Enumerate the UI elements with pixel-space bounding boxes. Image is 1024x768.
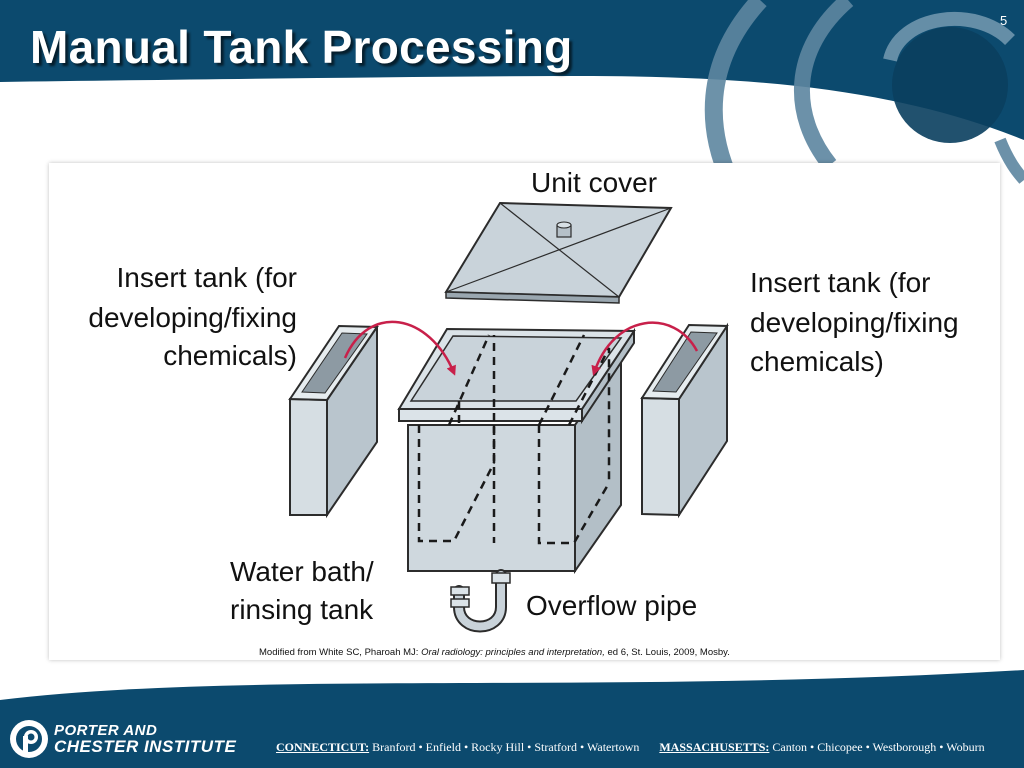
figure-panel: Unit cover Insert tank (for developing/f…: [49, 163, 1000, 660]
header-band: [0, 0, 1024, 140]
insert-tank-right: [640, 322, 729, 519]
label-insert-right-line1: Insert tank (for: [750, 267, 931, 298]
towns-connecticut: Branford • Enfield • Rocky Hill • Stratf…: [372, 740, 640, 754]
institute-logo-icon: [10, 720, 48, 758]
label-insert-right-line3: chemicals): [750, 346, 884, 377]
label-insert-left-line3: chemicals): [163, 340, 297, 371]
decorative-logo-rings: [704, 0, 1024, 205]
footer-band: [0, 670, 1024, 768]
logo-text-line2: CHESTER INSTITUTE: [54, 737, 237, 756]
label-water-bath-line2: rinsing tank: [230, 594, 374, 625]
credit-suffix: ed 6, St. Louis, 2009, Mosby.: [604, 647, 730, 658]
figure-credit: Modified from White SC, Pharoah MJ: Oral…: [259, 647, 730, 658]
logo-text-line1: PORTER AND: [54, 722, 158, 739]
slide-number: 5: [1000, 13, 1008, 28]
region-massachusetts: MASSACHUSETTS:: [659, 740, 770, 754]
credit-title: Oral radiology: principles and interpret…: [421, 647, 605, 658]
water-bath-tank: [397, 327, 636, 575]
arrow-right: [591, 321, 699, 376]
footer-locations: CONNECTICUT: Branford • Enfield • Rocky …: [276, 740, 985, 755]
label-insert-left-line1: Insert tank (for: [116, 262, 297, 293]
label-insert-left-line2: developing/fixing: [88, 302, 297, 333]
unit-cover: [444, 201, 673, 304]
label-insert-right-line2: developing/fixing: [750, 307, 959, 338]
label-overflow-pipe: Overflow pipe: [526, 590, 697, 621]
insert-tank-left: [288, 323, 379, 519]
slide-title: Manual Tank Processing: [30, 21, 573, 73]
tank-diagram: Unit cover Insert tank (for developing/f…: [88, 167, 959, 633]
label-water-bath-line1: Water bath/: [230, 556, 374, 587]
overflow-pipe: [450, 569, 511, 633]
credit-prefix: Modified from White SC, Pharoah MJ:: [259, 647, 422, 658]
label-unit-cover: Unit cover: [531, 167, 657, 198]
region-connecticut: CONNECTICUT:: [276, 740, 370, 754]
arrow-left: [343, 320, 456, 376]
towns-massachusetts: Canton • Chicopee • Westborough • Woburn: [772, 740, 985, 754]
